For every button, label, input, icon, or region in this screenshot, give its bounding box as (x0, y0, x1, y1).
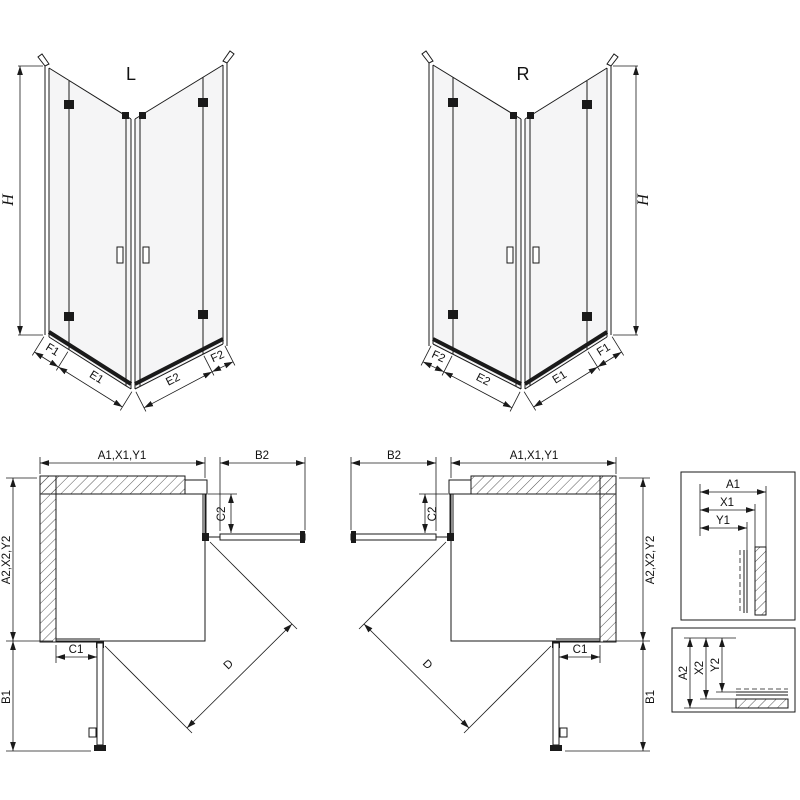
dim-label-x2: X2 (694, 661, 706, 675)
door-end-profile (300, 531, 305, 543)
dim-door-bottom: B1 (1, 641, 91, 752)
view-title-right: R (517, 64, 530, 84)
wall-profile-right (606, 53, 619, 337)
pivot-block (139, 112, 146, 119)
door-handle (532, 246, 540, 264)
frame-lines (47, 64, 224, 390)
floor-profile-section (735, 698, 789, 709)
dim-label-x1: X1 (720, 497, 734, 509)
pivot-block (510, 112, 517, 119)
door-handle (559, 727, 568, 738)
shower-tray (450, 493, 601, 642)
hinge (198, 98, 208, 107)
door-hinge (202, 533, 209, 541)
shower-tray (55, 493, 206, 642)
dim-label-a1: A1 (726, 479, 740, 491)
dim-label-y1: Y1 (716, 515, 730, 527)
dim-label-e2: E2 (164, 371, 182, 388)
wall-profile-left (421, 50, 434, 346)
hinge (64, 100, 74, 109)
detail-frame (671, 627, 796, 713)
wall-right (599, 475, 617, 643)
glass-panel-right (135, 65, 223, 389)
door-hinge (447, 533, 454, 541)
dim-label-h: H (0, 193, 17, 207)
dim-top-width: A1,X1,Y1 (450, 450, 617, 478)
dim-bottom-left-face: E2 F2 (420, 345, 521, 412)
dim-fixed-bottom: C1 (558, 644, 601, 663)
dim-label-y2: Y2 (710, 658, 722, 672)
dim-label-a2: A2 (678, 666, 690, 680)
dim-label-b1: B1 (645, 690, 657, 704)
dim-label-a1x1y1: A1,X1,Y1 (98, 450, 147, 462)
wall-left (39, 475, 57, 643)
dim-door-bottom: B1 (565, 641, 657, 752)
door-open-bottom (552, 642, 560, 746)
dim-label-a1x1y1: A1,X1,Y1 (510, 450, 559, 462)
wall-bracket (184, 479, 208, 495)
dim-label-h: H (635, 193, 652, 207)
dim-label-e2: E2 (474, 371, 492, 388)
pivot-block (122, 112, 129, 119)
wall-top (39, 475, 186, 495)
dim-label-c1: C1 (69, 644, 84, 656)
wall-profile-right (222, 50, 235, 346)
dim-label-f2: F2 (209, 349, 226, 366)
hinge (582, 312, 592, 321)
dim-top-width: A1,X1,Y1 (39, 450, 206, 478)
hinge (448, 310, 458, 319)
dim-side-height: A2,X2,Y2 (603, 477, 657, 642)
fixed-glass-left (449, 494, 454, 534)
door-handle (506, 246, 514, 264)
door-open-top (219, 533, 306, 541)
door-end-profile (94, 745, 106, 751)
plan-view-right: B2 A1,X1,Y1 C2 A2,X2,Y2 B1 C1 (350, 450, 657, 752)
dim-diagonal: D (358, 541, 552, 734)
wall-profile-left (37, 53, 50, 337)
dim-label-b1: B1 (1, 690, 13, 704)
door-end-profile (550, 745, 562, 751)
dim-label-c1: C1 (573, 644, 588, 656)
hinge (64, 312, 74, 321)
detail-bottom-profile: A2 X2 Y2 (671, 627, 796, 713)
dim-label-c2: C2 (216, 507, 228, 522)
dim-label-a2x2y2: A2,X2,Y2 (1, 536, 13, 585)
detail-frame (680, 471, 796, 621)
glass-panel-left (433, 65, 521, 389)
wall-profile-section (754, 546, 767, 616)
hinge (448, 98, 458, 107)
fixed-glass-right (202, 494, 207, 534)
dim-fixed-bottom: C1 (55, 644, 98, 663)
dim-fixed-left: C2 (419, 493, 448, 533)
door-end-profile (351, 531, 356, 543)
pivot-block (527, 112, 534, 119)
dim-label-b2: B2 (255, 450, 269, 462)
hinge (198, 310, 208, 319)
dim-label-b2: B2 (387, 450, 401, 462)
plan-view-left: A1,X1,Y1 B2 C2 A2,X2,Y2 B1 C1 (1, 450, 306, 752)
hinge (582, 100, 592, 109)
wall-top (470, 475, 617, 495)
front-view-left: L (0, 50, 236, 412)
door-open-top (350, 533, 437, 541)
door-handle (142, 246, 150, 264)
view-title-left: L (126, 64, 136, 84)
dim-fixed-right: C2 (208, 493, 237, 533)
dim-label-a2x2y2: A2,X2,Y2 (645, 536, 657, 585)
dim-label-f2: F2 (430, 349, 447, 366)
dim-bottom-right-face: E2 F2 (135, 345, 236, 412)
dim-height: H (0, 65, 43, 336)
fixed-glass-bottom (556, 638, 600, 643)
detail-top-profile: A1 X1 Y1 (680, 471, 796, 621)
door-open-bottom (96, 642, 104, 746)
dim-label-c2: C2 (427, 507, 439, 522)
door-handle (88, 727, 97, 738)
wall-bracket (448, 479, 472, 495)
fixed-glass-bottom (56, 638, 100, 643)
dim-height: H (613, 65, 652, 336)
front-view-right: R (420, 50, 652, 412)
door-handle (116, 246, 124, 264)
dim-side-height: A2,X2,Y2 (1, 477, 53, 642)
